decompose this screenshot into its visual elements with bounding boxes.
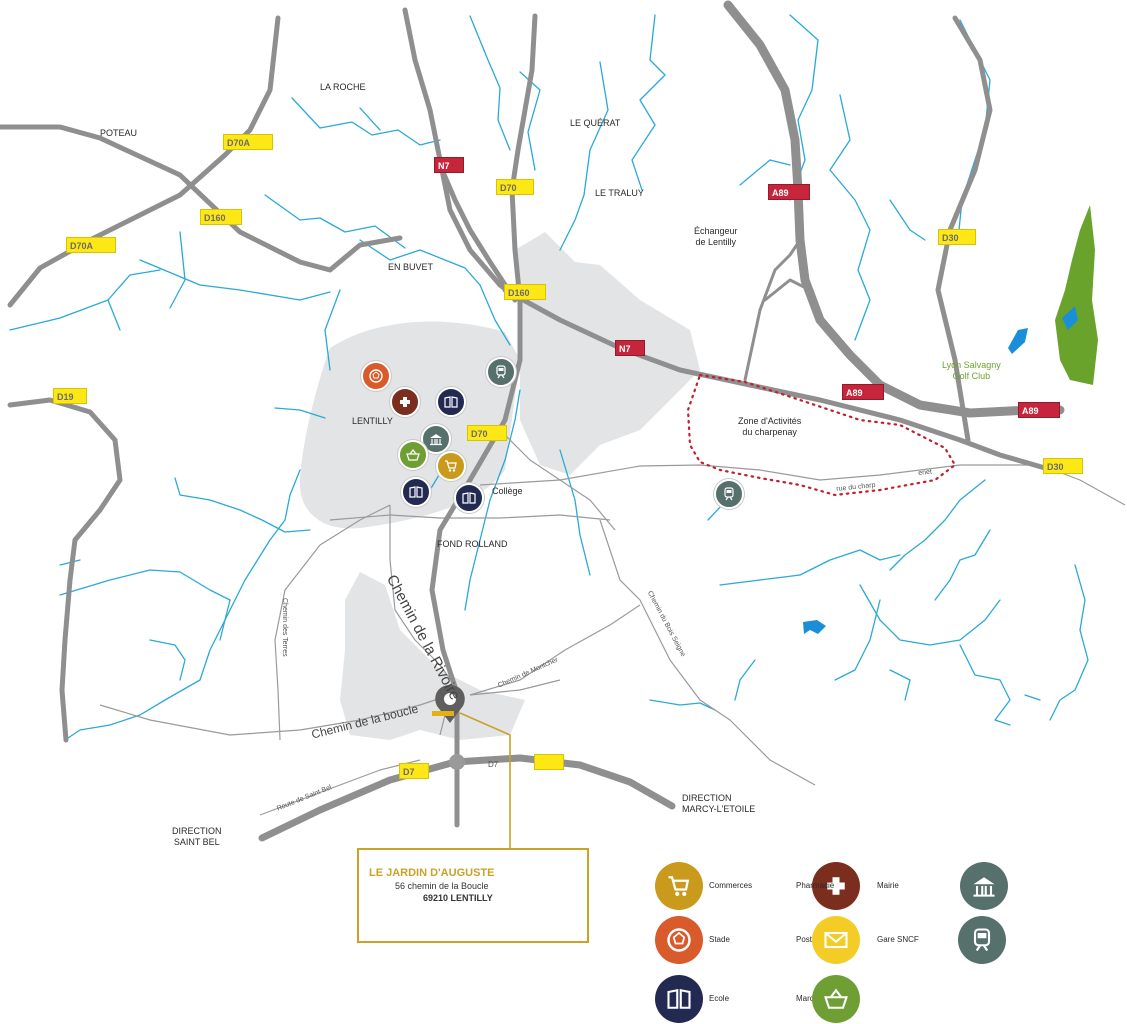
road-badge-a89-2: A89 bbox=[842, 384, 884, 400]
legend-ecole-icon bbox=[655, 975, 703, 1023]
cross-icon bbox=[400, 397, 410, 407]
cart-icon bbox=[445, 460, 457, 472]
place-lentilly: LENTILLY bbox=[352, 416, 393, 426]
place-college: Collège bbox=[492, 486, 523, 496]
place-en-buvet: EN BUVET bbox=[388, 262, 434, 272]
road-badge-n7: N7 bbox=[434, 157, 464, 173]
legend-poste-label: Poste bbox=[796, 935, 817, 944]
road-badge-a89: A89 bbox=[768, 184, 810, 200]
road-label-d7: D7 bbox=[488, 760, 499, 769]
book-icon bbox=[462, 492, 476, 504]
street-rue-charpenay-end: enet bbox=[918, 468, 933, 477]
legend-gare-label: Gare SNCF bbox=[877, 935, 919, 944]
place-echangeur: Échangeur de Lentilly bbox=[694, 226, 738, 247]
place-zone-activites: Zone d'Activités du charpenay bbox=[738, 416, 802, 437]
road-badge-d7: D7 bbox=[399, 763, 429, 779]
poi-pharmacie[interactable] bbox=[390, 387, 420, 417]
address-street: 56 chemin de la Boucle bbox=[395, 881, 489, 891]
basket-icon bbox=[406, 449, 420, 461]
urban-area-lentilly bbox=[299, 321, 520, 529]
townhall-icon bbox=[430, 434, 442, 446]
road-badge-d70a: D70A bbox=[223, 134, 273, 150]
ball-icon bbox=[369, 369, 383, 383]
road-badge-d160: D160 bbox=[200, 209, 242, 225]
road-badge-d160-2: D160 bbox=[504, 284, 546, 300]
road-badge-a89-3: A89 bbox=[1018, 402, 1060, 418]
road-badge-n7-2: N7 bbox=[615, 340, 645, 356]
cart-icon bbox=[668, 876, 690, 896]
legend-commerces-icon bbox=[655, 862, 703, 910]
poi-gare[interactable] bbox=[486, 357, 516, 387]
legend-pharmacie-icon bbox=[812, 862, 860, 910]
place-la-roche: LA ROCHE bbox=[320, 82, 366, 92]
lake-1 bbox=[1008, 328, 1028, 354]
legend-stade-icon bbox=[655, 916, 703, 964]
book-icon bbox=[444, 396, 458, 408]
place-fond-rolland: FOND ROLLAND bbox=[437, 539, 508, 549]
poi-ecole-2[interactable] bbox=[401, 477, 431, 507]
road-badge-d19: D19 bbox=[53, 388, 87, 404]
townhall-icon bbox=[973, 877, 995, 897]
legend-marche-icon bbox=[812, 975, 860, 1023]
road-badge-d7-blank bbox=[534, 754, 564, 770]
road-badge-d70: D70 bbox=[496, 179, 534, 195]
place-golf-club: Lyon Salvagny Golf Club bbox=[942, 360, 1001, 381]
road-badge-d30-2: D30 bbox=[1043, 458, 1083, 474]
direction-marcy: DIRECTION MARCY-L'ETOILE bbox=[682, 793, 756, 814]
legend-mairie-label: Mairie bbox=[877, 881, 899, 890]
poi-marche[interactable] bbox=[398, 440, 428, 470]
legend-poste-icon bbox=[812, 916, 860, 964]
poi-college[interactable] bbox=[454, 483, 484, 513]
place-le-querat: LE QUÉRAT bbox=[570, 118, 621, 128]
lake-3 bbox=[803, 620, 826, 634]
legend-mairie-icon bbox=[960, 862, 1008, 910]
poi-mairie[interactable] bbox=[421, 424, 451, 454]
direction-saint-bel: DIRECTION SAINT BEL bbox=[172, 826, 222, 847]
place-poteau: POTEAU bbox=[100, 128, 138, 138]
urban-area-south bbox=[340, 572, 525, 740]
street-chemin-terres: Chemin des Terres bbox=[281, 598, 288, 657]
road-badge-d30: D30 bbox=[938, 229, 976, 245]
book-icon bbox=[667, 988, 691, 1009]
urban-area-north bbox=[515, 232, 700, 475]
forest-area bbox=[1055, 205, 1098, 385]
road-badge-d70a-2: D70A bbox=[66, 237, 116, 253]
legend-marche-label: Marché bbox=[796, 994, 823, 1003]
address-city: 69210 LENTILLY bbox=[423, 893, 493, 903]
legend-stade-label: Stade bbox=[709, 935, 730, 944]
poi-ecole[interactable] bbox=[436, 387, 466, 417]
legend-ecole-label: Ecole bbox=[709, 994, 730, 1003]
place-le-traluy: LE TRALUY bbox=[595, 188, 644, 198]
envelope-icon bbox=[824, 931, 848, 949]
location-pin bbox=[432, 685, 465, 723]
train-icon bbox=[496, 365, 506, 379]
address-name: LE JARDIN D'AUGUSTE bbox=[369, 867, 495, 879]
ball-icon bbox=[667, 928, 691, 952]
cross-icon bbox=[827, 877, 845, 895]
train-icon bbox=[724, 487, 734, 501]
poi-commerces[interactable] bbox=[436, 451, 466, 481]
book-icon bbox=[409, 486, 423, 498]
poi-stade[interactable] bbox=[361, 361, 391, 391]
legend-commerces-label: Commerces bbox=[709, 881, 753, 890]
address-callout: LE JARDIN D'AUGUSTE 56 chemin de la Bouc… bbox=[357, 848, 589, 943]
legend-gare-icon bbox=[958, 916, 1006, 964]
basket-icon bbox=[824, 988, 848, 1009]
road-badge-d70-2: D70 bbox=[467, 425, 507, 441]
train-icon bbox=[973, 928, 991, 952]
legend-pharmacie-label: Pharmacie bbox=[796, 881, 835, 890]
poi-gare-2[interactable] bbox=[714, 479, 744, 509]
lake-2 bbox=[1062, 306, 1078, 330]
